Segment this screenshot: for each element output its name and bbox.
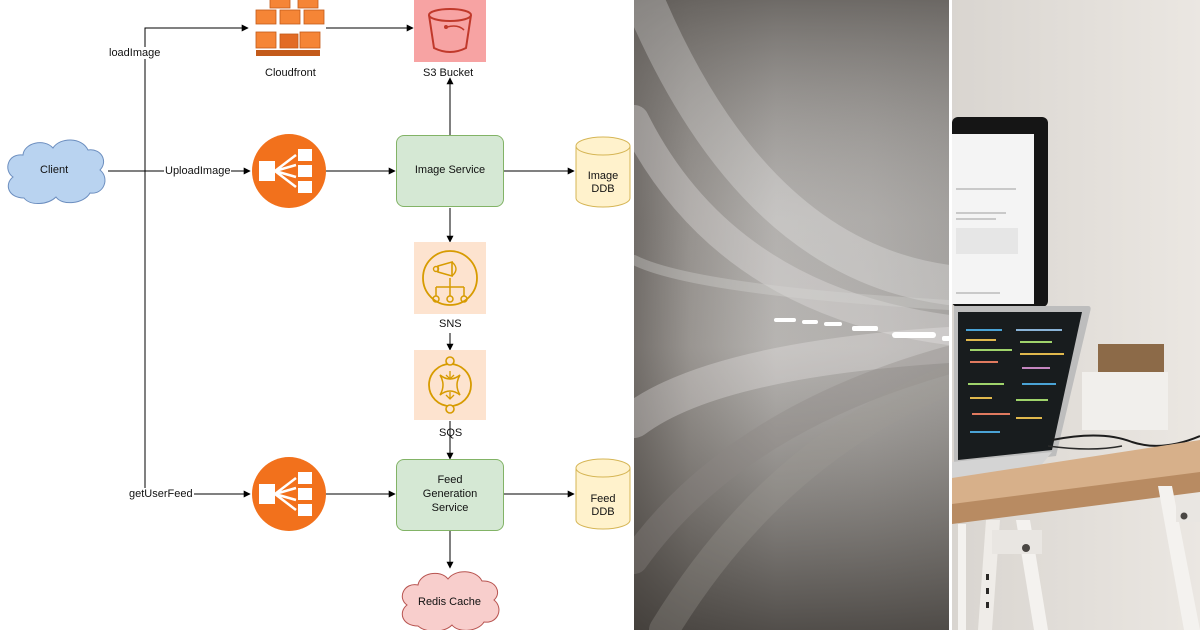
cloud-icon (7, 139, 106, 204)
diagram-canvas (7, 0, 631, 630)
load-balancer-icon (252, 134, 326, 208)
aws-s3-bucket-icon (414, 0, 486, 62)
sns-label: SNS (439, 318, 462, 330)
aws-sqs-icon (414, 350, 486, 420)
load-balancer-icon (252, 457, 326, 531)
database-icon (575, 458, 631, 530)
client-label: Client (40, 164, 69, 176)
edge-load-image (144, 24, 249, 171)
desk-photo-drawing (952, 0, 1200, 630)
tunnel-photo (634, 0, 949, 630)
feed-generation-service-label: Feed Generation Service (422, 474, 478, 514)
upload-image-label: UploadImage (164, 165, 232, 177)
load-image-label: loadImage (108, 47, 162, 59)
connectors (108, 24, 575, 569)
cloudfront-label: Cloudfront (265, 67, 316, 79)
edge-get-user-feed (144, 171, 251, 498)
feed-ddb-label: Feed DDB (590, 493, 616, 519)
aws-sns-icon (414, 242, 486, 314)
image-ddb-label: Image DDB (587, 170, 619, 196)
feed-generation-service-node: Feed Generation Service (396, 459, 504, 531)
aws-cloudfront-icon (255, 0, 325, 56)
s3-bucket-label: S3 Bucket (423, 67, 474, 79)
image-service-node: Image Service (396, 135, 504, 207)
tunnel-photo-drawing (634, 0, 949, 630)
sqs-label: SQS (439, 427, 463, 439)
architecture-diagram: Client Cloudfront S3 Bucket loadImage Up… (7, 0, 631, 630)
desk-photo (952, 0, 1200, 630)
image-service-label: Image Service (414, 164, 486, 177)
photo-divider (949, 0, 952, 630)
get-user-feed-label: getUserFeed (128, 488, 194, 500)
redis-cache-label: Redis Cache (418, 596, 481, 608)
database-icon (575, 136, 631, 208)
